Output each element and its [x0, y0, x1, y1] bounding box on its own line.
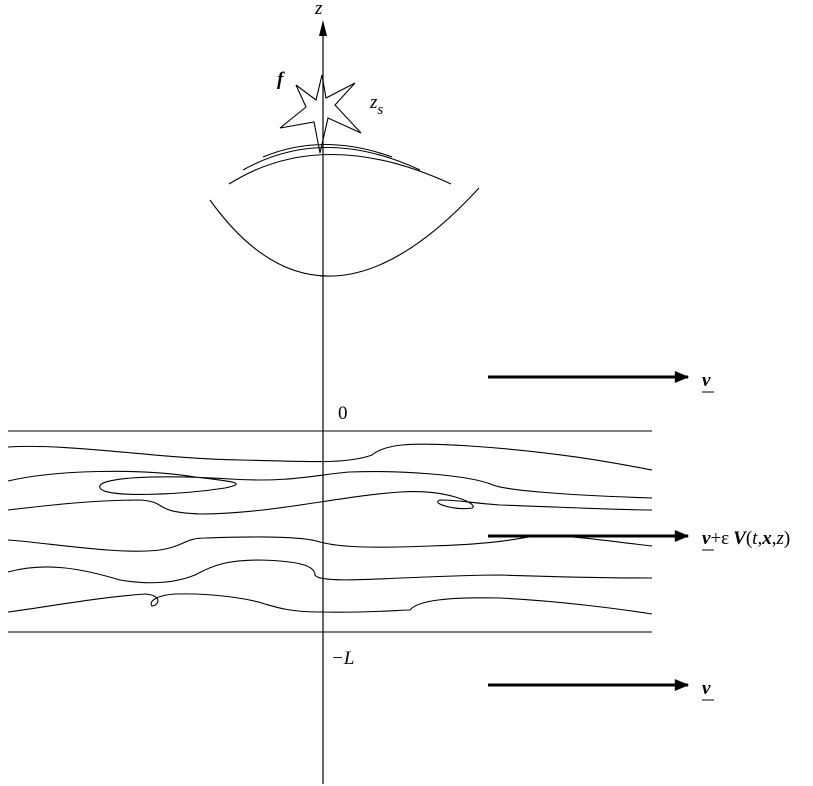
- layer-curve-5: [7, 559, 653, 584]
- layer-curve-4: [7, 535, 653, 552]
- wavefront-2: [242, 146, 421, 171]
- svg-text:v+εV(t,x,z): v+εV(t,x,z): [702, 528, 790, 549]
- flow-label-bottom: v: [702, 678, 714, 701]
- source-star-icon: [279, 74, 362, 154]
- random-layer-curves: [7, 443, 653, 615]
- source-f-label: f: [277, 69, 285, 90]
- layer-top-label: 0: [338, 403, 348, 424]
- wavefront-1: [262, 143, 393, 158]
- layer-curve-2: [7, 470, 653, 499]
- layer-curve-1: [7, 443, 653, 471]
- z-axis-label: z: [314, 0, 323, 19]
- svg-text:v: v: [702, 678, 711, 699]
- layer-curve-3: [7, 491, 653, 515]
- wavefront-4: [209, 187, 480, 277]
- layer-bottom-label: −L: [331, 648, 354, 669]
- layer-curve-6: [7, 593, 653, 615]
- z-axis-arrowhead: [319, 20, 327, 36]
- source-z-label: zs: [369, 92, 383, 118]
- flow-label-top: v: [702, 370, 714, 393]
- wavefronts: [209, 143, 480, 277]
- svg-text:v: v: [702, 370, 711, 391]
- wavefront-3: [228, 153, 452, 185]
